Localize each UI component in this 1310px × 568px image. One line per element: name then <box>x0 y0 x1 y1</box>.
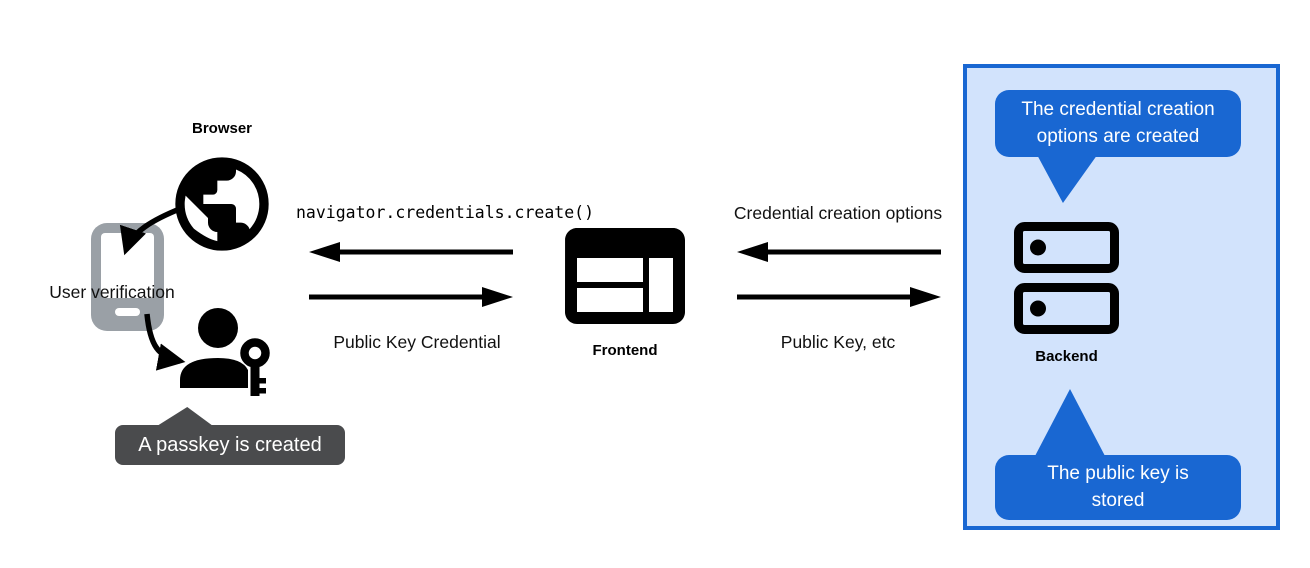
server-stack-icon <box>1014 222 1119 334</box>
person-key-icon <box>180 308 270 396</box>
public-key-credential-label: Public Key Credential <box>333 332 501 352</box>
browser-label: Browser <box>191 120 253 137</box>
backend-tooltip-bottom-text: The public key is stored <box>1047 463 1189 511</box>
globe-icon <box>175 157 269 251</box>
curved-arrow-phone-to-person <box>144 313 186 371</box>
curved-arrow-globe-to-phone <box>119 205 184 256</box>
backend-label: Backend <box>1035 348 1098 365</box>
arrow-left-icon <box>737 242 941 262</box>
backend-tooltip-bottom: The public key is stored <box>995 455 1241 521</box>
arrow-right-icon <box>309 287 513 307</box>
credential-creation-options-label: Credential creation options <box>733 203 943 223</box>
backend-tooltip-top-text: The credential creation options are crea… <box>1021 99 1215 147</box>
backend-panel: The credential creation options are crea… <box>963 64 1280 530</box>
arrow-right-icon <box>737 287 941 307</box>
frontend-label: Frontend <box>592 342 658 359</box>
tooltip-pointer-up-icon <box>1035 389 1105 456</box>
browser-window-icon <box>565 228 685 324</box>
create-call-label: navigator.credentials.create() <box>295 203 594 222</box>
user-verification-label: User verification <box>49 282 175 302</box>
passkey-tooltip: A passkey is created <box>115 407 345 465</box>
passkey-tooltip-text: A passkey is created <box>138 434 322 456</box>
public-key-etc-label: Public Key, etc <box>780 332 896 352</box>
tooltip-pointer-down-icon <box>1035 151 1100 203</box>
curved-arrow-icon <box>119 205 186 371</box>
arrow-left-icon <box>309 242 513 262</box>
backend-tooltip-top: The credential creation options are crea… <box>995 90 1241 158</box>
